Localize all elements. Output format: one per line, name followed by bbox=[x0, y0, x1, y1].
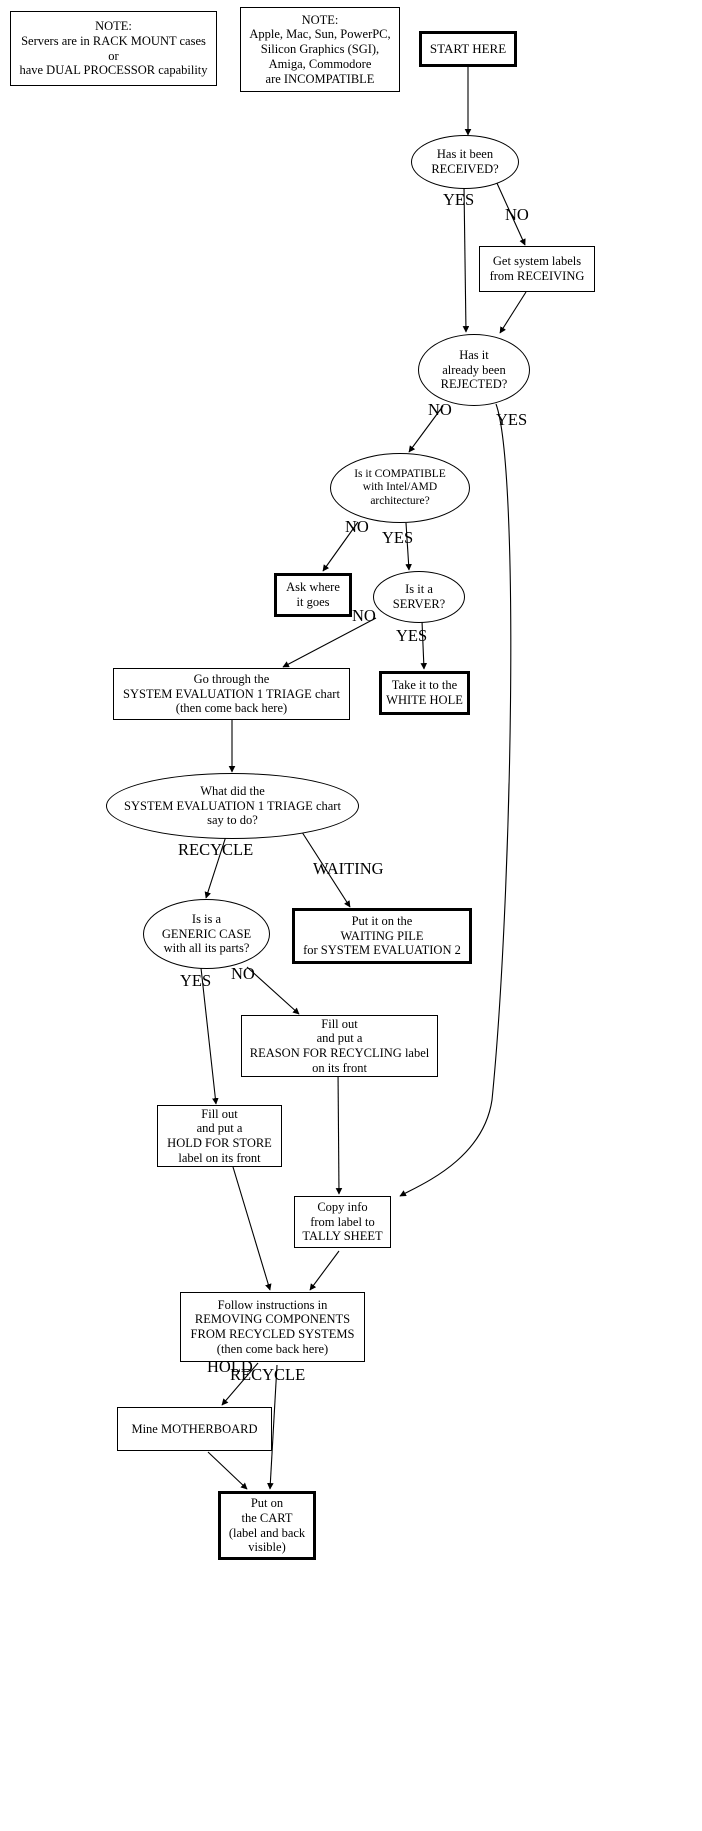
node-is-it-a-server-label: Is it a SERVER? bbox=[392, 582, 446, 611]
node-is-generic-case-label: Is is a GENERIC CASE with all its parts? bbox=[161, 911, 252, 956]
node-waiting-pile-label: Put it on the WAITING PILE for SYSTEM EV… bbox=[303, 913, 461, 958]
node-is-it-a-server: Is it a SERVER? bbox=[373, 571, 465, 623]
node-hold-for-store: Fill out and put a HOLD FOR STORE label … bbox=[157, 1105, 282, 1167]
edge-label-rejected-no: NO bbox=[428, 400, 452, 419]
note-incompatible-text: NOTE: Apple, Mac, Sun, PowerPC, Silicon … bbox=[249, 12, 391, 86]
note-rack-mount: NOTE: Servers are in RACK MOUNT cases or… bbox=[10, 11, 217, 86]
node-removing-components-label: Follow instructions in REMOVING COMPONEN… bbox=[190, 1297, 355, 1356]
node-what-did-triage-say-label: What did the SYSTEM EVALUATION 1 TRIAGE … bbox=[124, 783, 341, 828]
node-hold-for-store-label: Fill out and put a HOLD FOR STORE label … bbox=[167, 1106, 272, 1165]
edge-label-received-yes: YES bbox=[443, 190, 475, 209]
node-put-on-cart-label: Put on the CART (label and back visible) bbox=[228, 1496, 306, 1555]
edge-label-rejected-yes: YES bbox=[496, 410, 528, 429]
node-copy-info-tally: Copy info from label to TALLY SHEET bbox=[294, 1196, 391, 1248]
edge-label-compatible-yes: YES bbox=[382, 528, 414, 547]
node-is-compatible-label: Is it COMPATIBLE with Intel/AMD architec… bbox=[354, 467, 446, 507]
node-removing-components: Follow instructions in REMOVING COMPONEN… bbox=[180, 1292, 365, 1362]
node-has-been-received-label: Has it been RECEIVED? bbox=[431, 147, 499, 176]
edge-label-generic-yes: YES bbox=[180, 971, 212, 990]
node-go-through-triage: Go through the SYSTEM EVALUATION 1 TRIAG… bbox=[113, 668, 350, 720]
node-already-rejected: Has it already been REJECTED? bbox=[418, 334, 530, 406]
node-mine-motherboard-label: Mine MOTHERBOARD bbox=[131, 1421, 258, 1436]
node-start-here: START HERE bbox=[419, 31, 517, 67]
note-rack-mount-text: NOTE: Servers are in RACK MOUNT cases or… bbox=[19, 19, 208, 78]
node-waiting-pile: Put it on the WAITING PILE for SYSTEM EV… bbox=[292, 908, 472, 964]
node-ask-where-it-goes-label: Ask where it goes bbox=[286, 580, 340, 609]
note-incompatible: NOTE: Apple, Mac, Sun, PowerPC, Silicon … bbox=[240, 7, 400, 92]
node-get-system-labels: Get system labels from RECEIVING bbox=[479, 246, 595, 292]
node-put-on-cart: Put on the CART (label and back visible) bbox=[218, 1491, 316, 1560]
edge-label-triage-waiting: WAITING bbox=[313, 859, 384, 878]
node-reason-for-recycling: Fill out and put a REASON FOR RECYCLING … bbox=[241, 1015, 438, 1077]
node-is-generic-case: Is is a GENERIC CASE with all its parts? bbox=[143, 899, 270, 969]
node-what-did-triage-say: What did the SYSTEM EVALUATION 1 TRIAGE … bbox=[106, 773, 359, 839]
node-go-through-triage-label: Go through the SYSTEM EVALUATION 1 TRIAG… bbox=[123, 671, 340, 716]
node-copy-info-tally-label: Copy info from label to TALLY SHEET bbox=[302, 1199, 383, 1244]
node-is-compatible: Is it COMPATIBLE with Intel/AMD architec… bbox=[330, 453, 470, 523]
node-take-to-white-hole-label: Take it to the WHITE HOLE bbox=[386, 678, 463, 707]
node-ask-where-it-goes: Ask where it goes bbox=[274, 573, 352, 617]
edge-label-generic-no: NO bbox=[231, 964, 255, 983]
edge-label-server-no: NO bbox=[352, 606, 376, 625]
edge-label-received-no: NO bbox=[505, 205, 529, 224]
node-get-system-labels-label: Get system labels from RECEIVING bbox=[489, 254, 585, 283]
edge-label-compatible-no: NO bbox=[345, 517, 369, 536]
edge-label-removing-hold: HOLD bbox=[207, 1357, 253, 1376]
node-start-here-label: START HERE bbox=[429, 41, 507, 57]
node-already-rejected-label: Has it already been REJECTED? bbox=[440, 347, 508, 392]
edge-label-removing-recycle: RECYCLE bbox=[230, 1365, 306, 1384]
node-mine-motherboard: Mine MOTHERBOARD bbox=[117, 1407, 272, 1451]
node-has-been-received: Has it been RECEIVED? bbox=[411, 135, 519, 189]
edge-label-server-yes: YES bbox=[396, 626, 428, 645]
edge-label-triage-recycle: RECYCLE bbox=[178, 840, 254, 859]
node-take-to-white-hole: Take it to the WHITE HOLE bbox=[379, 671, 470, 715]
node-reason-for-recycling-label: Fill out and put a REASON FOR RECYCLING … bbox=[249, 1016, 430, 1075]
